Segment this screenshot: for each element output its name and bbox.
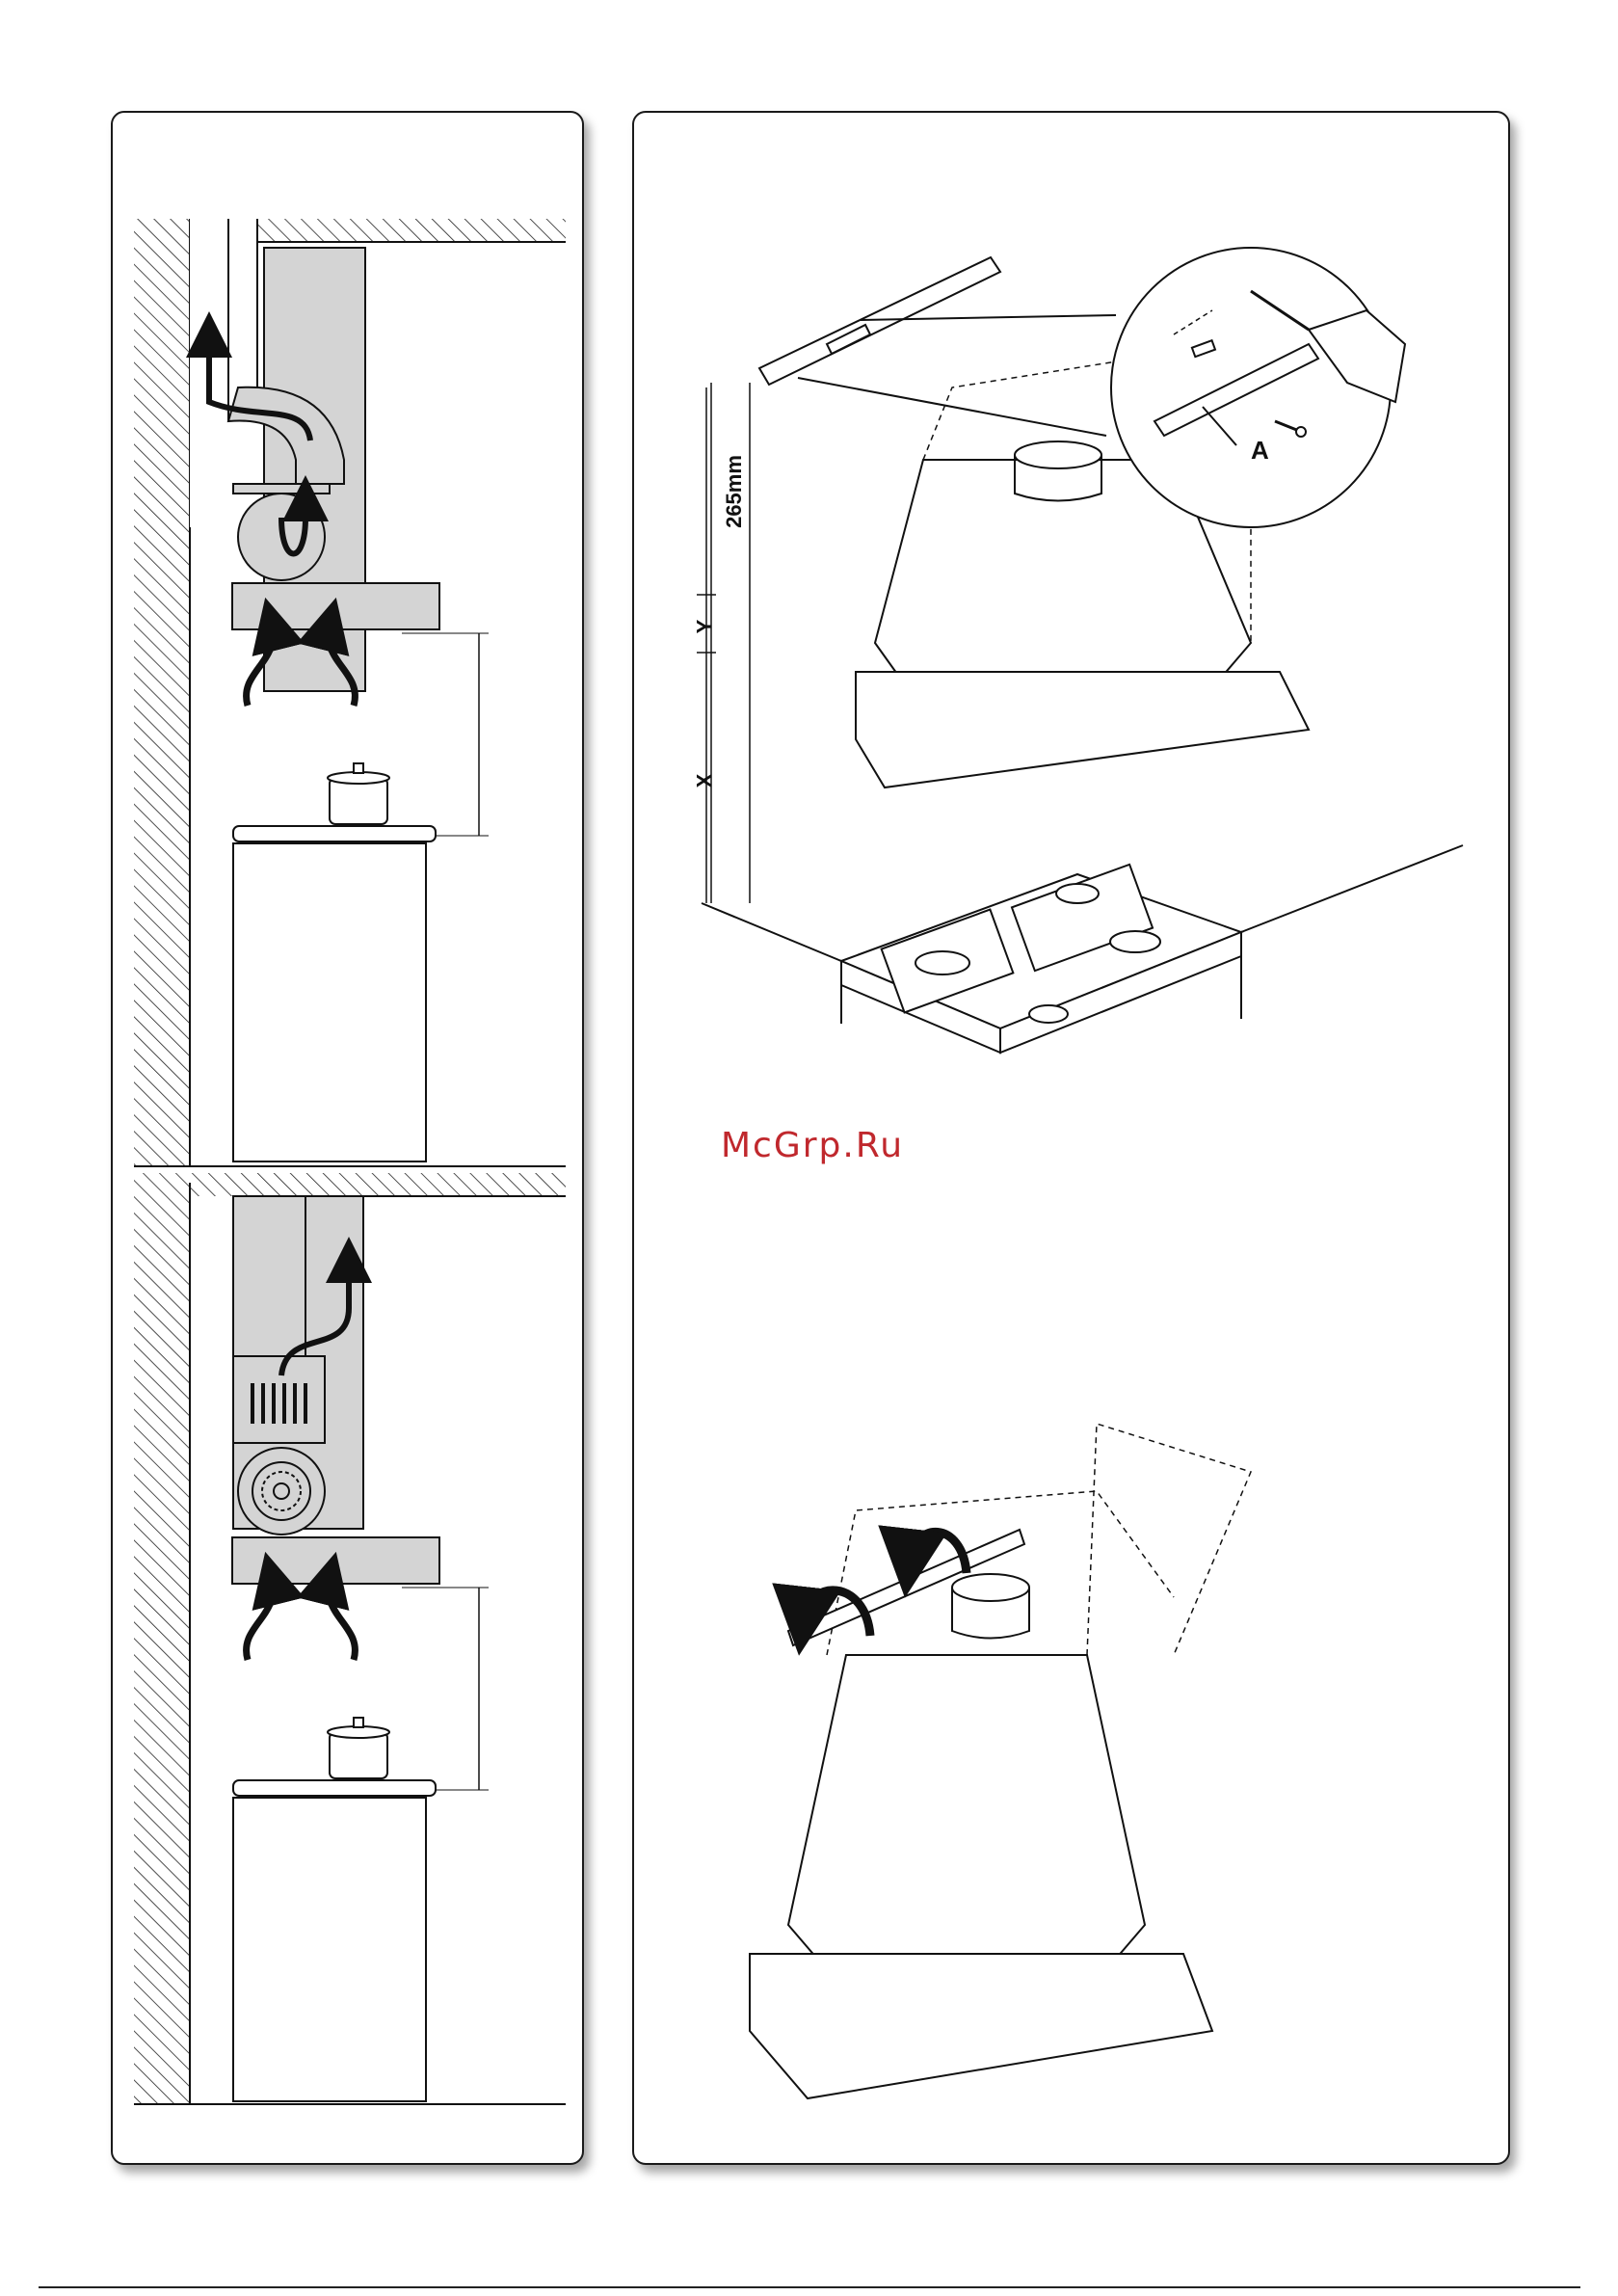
wall-hatch — [134, 219, 190, 1166]
hood-canopy — [232, 1537, 439, 1584]
fan-housing — [238, 1448, 325, 1535]
watermark: McGrp.Ru — [721, 1126, 904, 1165]
dimension-x-label: X — [692, 774, 717, 788]
hood-hanging — [750, 1424, 1251, 2098]
wall-bracket-marking — [697, 248, 1463, 1053]
footer-rule — [39, 2286, 1580, 2288]
dimension-265-label: 265mm — [722, 455, 747, 528]
recirculating-section — [134, 1173, 566, 2104]
kitchen-cabinet — [233, 843, 426, 1161]
ducted-and-recirculating-sections — [113, 113, 582, 2163]
ducted-section — [134, 219, 566, 1166]
ceiling-hatch — [257, 1173, 566, 1196]
airflow-arrow-icon — [247, 1578, 274, 1660]
ceiling-hatch — [257, 219, 566, 242]
part-a-label: A — [1251, 436, 1269, 466]
pot-icon — [328, 763, 389, 824]
airflow-arrow-icon — [329, 1578, 356, 1660]
cooktop — [233, 826, 436, 841]
pot-icon — [328, 1718, 389, 1778]
dimension-y-label: Y — [692, 620, 717, 634]
hood-canopy — [232, 583, 439, 629]
cooktop — [233, 1780, 436, 1796]
filter-box — [233, 1356, 325, 1443]
left-diagram-panel — [111, 111, 584, 2165]
wall-hatch — [134, 1173, 190, 2104]
kitchen-cabinet — [233, 1798, 426, 2101]
